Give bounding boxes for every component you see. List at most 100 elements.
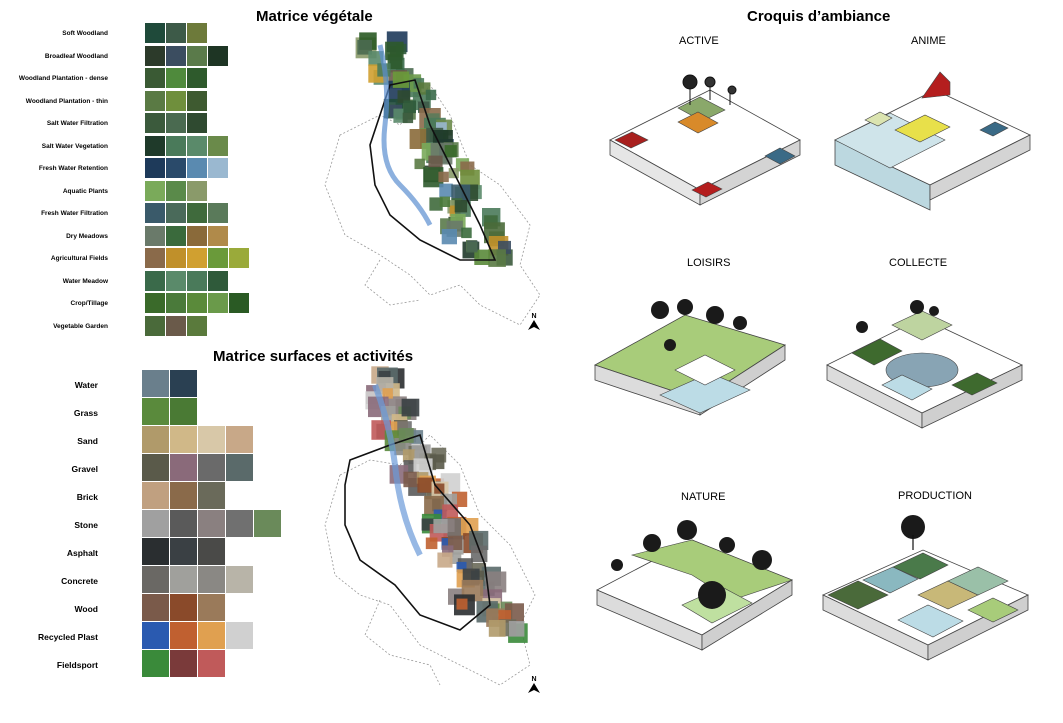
vegetal-row-swatch — [187, 90, 207, 111]
vegetal-row-swatch — [145, 270, 165, 291]
vegetal-row-swatch — [166, 23, 186, 43]
surface-row-label: Brick — [76, 492, 98, 502]
map-patch — [441, 538, 454, 550]
surface-row-swatch — [226, 566, 253, 593]
vegetal-row-swatch — [166, 68, 186, 88]
vegetal-row-label: Fresh Water Retention — [38, 165, 108, 172]
surface-row-swatch — [198, 566, 225, 593]
vegetal-row-swatch — [208, 203, 228, 223]
map-patch — [414, 450, 425, 461]
vegetal-row-label: Vegetable Garden — [53, 322, 108, 330]
map-patch — [433, 519, 448, 534]
map-patch — [485, 571, 507, 593]
vegetal-row-swatch — [145, 180, 165, 201]
vegetal-row-swatch — [229, 293, 249, 313]
north-arrow-icon — [528, 320, 540, 330]
sketch-label-anime: ANIME — [911, 35, 946, 47]
surface-row-swatch — [198, 482, 225, 509]
map-patch — [438, 171, 449, 183]
surface-row-swatch — [198, 594, 225, 621]
sketch-label-nature: NATURE — [681, 491, 726, 503]
surface-row-swatch — [170, 566, 197, 593]
map-patch — [444, 145, 457, 158]
surface-row-swatch — [142, 454, 169, 481]
vegetal-map-patches — [355, 31, 513, 267]
map-patch — [397, 90, 411, 104]
vegetal-row-swatch — [145, 135, 165, 156]
sketch-label-production: PRODUCTION — [898, 490, 972, 502]
vegetal-row-swatch — [166, 203, 186, 223]
vegetal-row-swatch — [166, 135, 186, 156]
map-patch — [488, 620, 506, 637]
surface-row-label: Stone — [74, 520, 98, 530]
map-patch — [423, 167, 444, 188]
vegetal-row-swatch — [166, 113, 186, 133]
vegetal-row-swatch — [166, 248, 186, 268]
vegetal-row-swatch — [166, 293, 186, 313]
sketch-label-collecte: COLLECTE — [889, 257, 948, 269]
map-patch — [392, 71, 410, 88]
vegetal-row-swatch — [208, 293, 228, 313]
vegetal-map — [324, 31, 541, 325]
surface-row-swatch — [142, 482, 169, 509]
north-arrow-surfaces: N — [528, 676, 540, 695]
surface-row-swatch — [170, 650, 197, 677]
north-arrow-icon — [528, 683, 540, 693]
vegetal-row-swatch — [208, 248, 228, 268]
surface-row-swatch — [226, 510, 253, 537]
surface-row-swatch — [226, 454, 253, 481]
surface-row-swatch — [198, 454, 225, 481]
vegetal-row-swatch — [166, 315, 186, 336]
map-patch — [417, 477, 433, 493]
vegetal-row-swatch — [145, 315, 165, 336]
surface-row-swatch — [198, 650, 225, 677]
map-patch — [436, 122, 447, 133]
sketch-label-loisirs: LOISIRS — [687, 257, 731, 269]
surface-row-swatch — [170, 426, 197, 453]
north-label: N — [531, 313, 537, 320]
vegetal-row-swatch — [166, 270, 186, 291]
map-patch — [460, 169, 480, 190]
vegetal-row-swatch — [145, 293, 165, 313]
surface-row-swatch — [142, 650, 169, 677]
map-patch — [403, 471, 419, 488]
map-patch — [357, 39, 372, 55]
vegetal-row-swatch — [208, 225, 228, 246]
vegetal-row-label: Fresh Water Filtration — [41, 210, 108, 217]
map-patch — [425, 89, 437, 101]
vegetal-row-label: Soft Woodland — [62, 30, 108, 37]
vegetal-row-label: Woodland Plantation - thin — [25, 97, 108, 105]
surface-row-label: Wood — [74, 604, 98, 614]
map-patch — [434, 483, 445, 494]
map-patch — [414, 158, 425, 170]
vegetal-title: Matrice végétale — [256, 8, 373, 25]
surface-row-swatch — [170, 538, 197, 565]
surface-row-swatch — [170, 454, 197, 481]
surfaces-map-patches — [365, 366, 528, 643]
vegetal-row-swatch — [187, 270, 207, 291]
vegetal-row-swatch — [187, 180, 207, 201]
sketch-nature — [596, 520, 793, 651]
map-patch — [456, 561, 467, 572]
vegetal-row-swatch — [187, 23, 207, 43]
surface-row-swatch — [170, 370, 197, 397]
map-patch — [466, 241, 478, 253]
map-patch — [474, 249, 490, 265]
vegetal-row-swatch — [187, 248, 207, 268]
vegetal-row-swatch — [145, 45, 165, 66]
surface-row-swatch — [198, 538, 225, 565]
vegetal-row-swatch — [208, 135, 228, 156]
map-patch — [442, 545, 454, 557]
vegetal-row-swatch — [229, 248, 249, 268]
surface-row-swatch — [170, 594, 197, 621]
sketch-production — [822, 515, 1029, 661]
vegetal-row-swatch — [166, 45, 186, 66]
surface-row-label: Fieldsport — [56, 660, 98, 670]
map-patch — [470, 545, 488, 563]
surface-row-swatch — [198, 510, 225, 537]
north-arrow-vegetal: N — [528, 313, 540, 332]
map-patch — [437, 552, 453, 568]
surface-row-swatch — [142, 594, 169, 621]
vegetal-row-swatch — [145, 68, 165, 88]
vegetal-row-swatch — [145, 90, 165, 111]
